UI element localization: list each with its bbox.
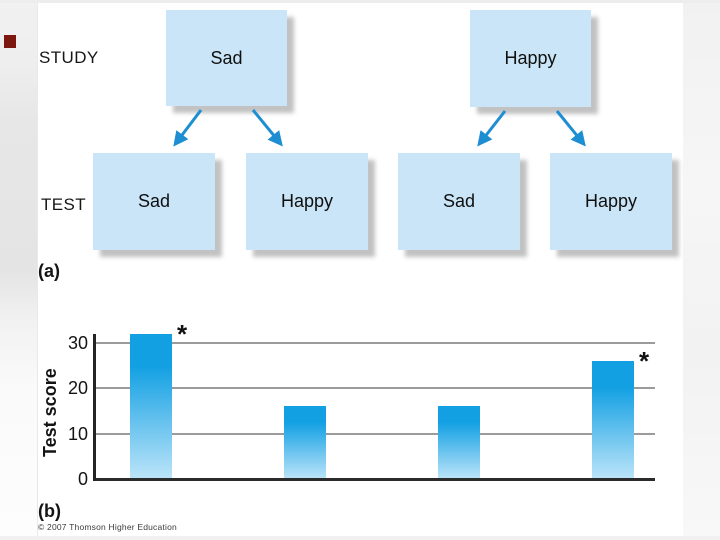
test-box-sad-2-label: Sad bbox=[442, 191, 476, 211]
test-box-sad-1: Sad bbox=[93, 153, 215, 250]
bar-study-happy-test-sad bbox=[438, 406, 480, 479]
y-tick-label-30: 30 bbox=[67, 333, 88, 353]
study-row-label: STUDY bbox=[39, 48, 99, 67]
arrow-studyhappy-to-testsad bbox=[477, 110, 507, 147]
significance-star-study-sad-test-sad: * bbox=[177, 318, 188, 349]
arrow-studysad-to-testsad bbox=[173, 109, 203, 147]
decorative-red-square bbox=[4, 35, 16, 48]
test-box-happy-2-label: Happy bbox=[584, 191, 638, 211]
study-box-happy: Happy bbox=[470, 10, 591, 107]
test-box-sad-2: Sad bbox=[398, 153, 520, 250]
significance-star-study-happy-test-happy: * bbox=[639, 346, 650, 377]
arrow-studysad-to-testhappy bbox=[251, 109, 283, 147]
gridline-20 bbox=[95, 387, 655, 390]
bar-study-happy-test-happy bbox=[592, 361, 634, 479]
gridline-10 bbox=[95, 432, 655, 435]
test-row-label: TEST bbox=[41, 195, 87, 214]
bar-study-sad-test-sad bbox=[130, 333, 172, 479]
y-tick-label-10: 10 bbox=[67, 423, 88, 444]
bar-study-sad-test-happy bbox=[284, 406, 326, 479]
study-box-happy-label: Happy bbox=[504, 48, 557, 68]
study-box-sad: Sad bbox=[166, 10, 287, 106]
study-box-sad-label: Sad bbox=[210, 47, 243, 68]
bottom-edge-band bbox=[0, 536, 720, 540]
gridline-30 bbox=[95, 342, 655, 344]
test-box-sad-1-label: Sad bbox=[137, 191, 171, 211]
y-axis-line bbox=[93, 334, 96, 481]
top-edge-band bbox=[0, 0, 720, 3]
panel-a-label: (a) bbox=[38, 261, 60, 281]
y-tick-label-0: 0 bbox=[77, 469, 88, 489]
x-axis-baseline bbox=[93, 478, 655, 481]
right-edge-strip bbox=[683, 0, 720, 540]
left-edge-strip bbox=[0, 0, 38, 540]
copyright-text: © 2007 Thomson Higher Education bbox=[38, 522, 177, 532]
arrow-studyhappy-to-testhappy bbox=[555, 110, 586, 147]
y-tick-label-20: 20 bbox=[67, 378, 88, 399]
test-box-happy-2: Happy bbox=[550, 153, 672, 250]
test-box-happy-1-label: Happy bbox=[280, 191, 334, 211]
test-box-happy-1: Happy bbox=[246, 153, 368, 250]
panel-b-label: (b) bbox=[38, 501, 61, 521]
